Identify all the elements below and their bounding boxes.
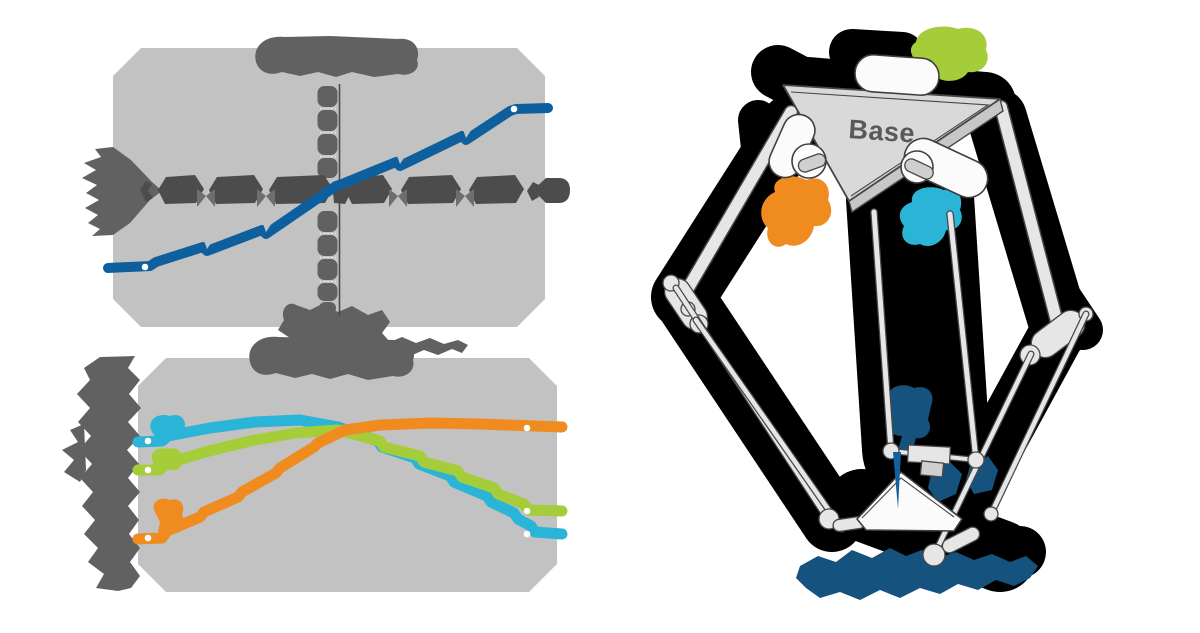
cyan-annotation-blob	[899, 187, 962, 247]
bottom-chart-ylabel-band	[77, 356, 141, 591]
orange-annotation-blob	[761, 176, 832, 247]
center-forearm-rods	[870, 208, 980, 464]
effector-right-joint	[967, 451, 985, 469]
top-motor	[854, 54, 940, 96]
cyan-joint-angle-endpoint-dot	[144, 437, 152, 445]
orange-joint-angle-line	[132, 417, 568, 545]
green-joint-angle-line	[132, 424, 568, 517]
bottom-chart-ylabel-band-bump	[62, 424, 86, 482]
green-joint-angle-endpoint-dot	[144, 466, 152, 474]
blue-joint-curve-endpoint-dot	[510, 105, 518, 113]
bottom-chart-series-layer	[132, 414, 568, 545]
blue-joint-curve-line	[103, 103, 553, 273]
left-forearm-rods	[672, 284, 846, 533]
left-motor	[768, 113, 827, 179]
right-upper-arm-rod	[993, 99, 1066, 334]
top-chart-ytick-blobs	[317, 86, 338, 314]
end-effector-platform	[856, 471, 963, 532]
green-joint-angle-endpoint-dot	[523, 507, 531, 515]
top-chart-ylabel-blob	[82, 147, 162, 236]
effector-bracket	[906, 444, 952, 478]
bottom-chart-title-blob	[249, 336, 415, 380]
orange-joint-angle-endpoint-dot	[144, 534, 152, 542]
top-chart-ribbon-notches	[203, 127, 472, 249]
blue-joint-curve-endpoint-dot	[141, 263, 149, 271]
tool-needle	[893, 452, 901, 509]
cyan-joint-angle-endpoint-dot	[523, 530, 531, 538]
top-chart-series-layer	[103, 103, 553, 273]
dark-blue-annotation-blobs	[796, 385, 1038, 600]
top-chart-title-blob	[255, 36, 419, 77]
delta-robot: Base	[651, 26, 1103, 600]
orange-joint-angle-endpoint-dot	[523, 424, 531, 432]
top-chart	[82, 36, 570, 357]
left-upper-arm-rod	[675, 104, 799, 305]
right-motor	[900, 137, 989, 199]
bottom-chart	[62, 336, 568, 592]
bottom-chart-panel	[138, 358, 557, 592]
base-label: Base	[848, 114, 916, 149]
